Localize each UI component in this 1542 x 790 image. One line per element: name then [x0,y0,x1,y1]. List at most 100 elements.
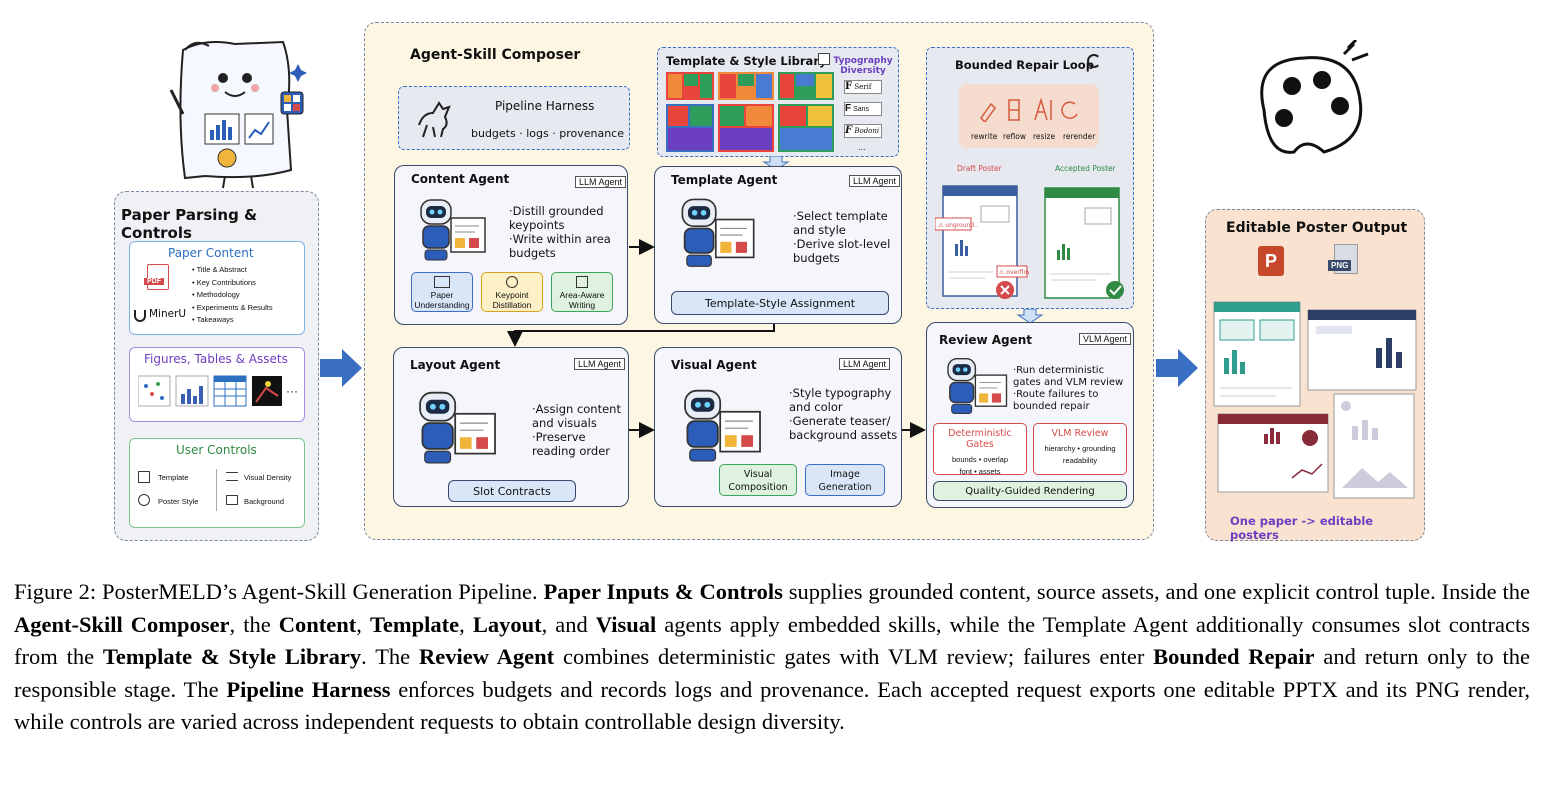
caption-bold: Review Agent [419,644,555,669]
review-agent: Review Agent VLM Agent ·Run deterministi… [926,322,1134,508]
draft-poster-label: Draft Poster [957,164,1002,173]
paper-item: • Key Contributions [192,277,256,287]
caption-bold: Paper Inputs & Controls [543,579,783,604]
png-badge: PNG [1328,260,1352,271]
robot-icon [937,355,1013,419]
input-panel: Paper Parsing & Controls Paper Content P… [114,191,319,541]
output-panel: Editable Poster Output P PNG One paper -… [1205,209,1425,542]
pptx-file-icon: P [1258,246,1284,276]
template-icon [138,471,150,483]
repair-title: Bounded Repair Loop [955,58,1094,72]
caption-text: enforces budgets and records logs and pr… [14,676,1530,735]
composer-flow-arrows [507,239,926,438]
palette-mascot-illustration [1260,40,1369,154]
layout-agent: Layout Agent LLM Agent ·Assign content a… [393,347,629,507]
visual-agent-tag: LLM Agent [839,358,891,370]
caption-bold: Bounded Repair [1153,644,1315,669]
caption-bold: Pipeline Harness [226,676,391,702]
vlm-review-line: hierarchy • grounding [1044,444,1116,453]
mineru-logo-icon [134,310,146,322]
user-controls-heading: User Controls [176,443,257,457]
figure-thumbnails-icon [138,375,282,407]
quality-guided-rendering[interactable]: Quality-Guided Rendering [933,481,1127,501]
control-visual-density[interactable]: Visual Density [244,473,292,482]
det-gates-line: font • assets [959,467,1001,476]
caption-text: , [356,611,370,637]
horse-icon [418,101,451,138]
flow-arrow-input [320,349,362,387]
caption-text: and return only to the responsible stage… [14,644,1530,702]
book-icon [818,53,830,65]
output-footer: One paper -> editable posters [1230,514,1374,542]
caption-bold: Layout [472,611,542,637]
density-icon [226,472,238,481]
paper-item: • Methodology [192,290,240,299]
pipeline-harness: Pipeline Harness budgets · logs · proven… [398,86,630,150]
control-poster-style[interactable]: Poster Style [158,497,199,506]
content-agent-tag: LLM Agent [575,176,627,188]
template-agent-title: Template Agent [671,173,778,187]
robot-icon [406,388,526,470]
paper-item: • Experiments & Results [192,302,273,312]
template-agent-bullet: ·Select template and style [793,209,888,237]
visual-agent-bullet: ·Style typography and color [789,386,892,414]
skill-keypoint-distillation[interactable]: Keypoint Distillation [481,272,543,312]
skill-area-aware-writing[interactable]: Area-Aware Writing [551,272,613,312]
robot-icon [671,386,791,468]
svg-text:⚠ overflow: ⚠ overflow [999,269,1029,276]
vlm-review: VLM Review hierarchy • grounding readabi… [1033,423,1127,475]
visual-agent-bullet: ·Generate teaser/ background assets [789,414,898,442]
layout-agent-bullet: ·Assign content and visuals [532,402,621,430]
accepted-poster-label: Accepted Poster [1055,164,1116,173]
paper-item: • Takeaways [192,315,234,324]
caption-bold: Template & Style Library [102,644,362,669]
font-sample-sans: F Sans [844,102,882,116]
user-controls-card: User Controls Template Visual Density Po… [129,438,305,528]
repair-action-resize: resize [1033,132,1056,141]
skill-visual-composition[interactable]: Visual Composition [719,464,797,496]
png-file-icon: PNG [1328,244,1362,278]
robot-icon [409,196,489,266]
caption-text: Figure 2: PosterMELD’s Agent-Skill Gener… [14,579,544,604]
caption-text: , the [229,611,279,637]
edit-icon [576,276,588,288]
slot-contracts[interactable]: Slot Contracts [448,480,576,502]
layout-agent-title: Layout Agent [410,358,501,372]
paper-mascot-illustration [169,40,307,189]
layout-agent-tag: LLM Agent [574,358,626,370]
review-agent-bullet: ·Run deterministic gates and VLM review [1013,365,1124,388]
caption-bold: Visual [595,611,657,637]
more-figures-glyph: ··· [286,384,298,398]
parser-label: MinerU [149,308,187,320]
input-panel-title: Paper Parsing & Controls [121,206,258,242]
typography-title: Typography Diversity [833,56,893,76]
svg-text:⚠ unground..: ⚠ unground.. [938,222,978,229]
control-template[interactable]: Template [158,473,189,482]
visual-agent-title: Visual Agent [671,358,757,372]
repair-action-icons [980,98,1078,122]
font-sample-serif: F Serif [844,80,882,94]
font-sample-bodoni: F Bodoni [844,124,882,138]
template-thumbnails [666,72,834,152]
skill-image-generation[interactable]: Image Generation [805,464,885,496]
content-agent-bullet: ·Write within area budgets [509,232,611,260]
control-background[interactable]: Background [244,497,285,506]
vlm-review-title: VLM Review [1051,428,1109,439]
det-gates-title: Deterministic Gates [948,428,1012,450]
skill-paper-understanding[interactable]: Paper Understanding [411,272,473,312]
template-style-assignment[interactable]: Template-Style Assignment [671,291,889,315]
caption-text: , [459,611,473,637]
accepted-poster-thumbnail [1044,187,1124,299]
caption-bold: Agent-Skill Composer [14,611,230,637]
vlm-review-line: readability [1062,456,1098,465]
caption-bold: Template [369,611,460,637]
palette-icon [138,494,150,506]
content-agent-bullet: ·Distill grounded keypoints [509,204,604,232]
background-icon [226,495,238,505]
bounded-repair-loop: Bounded Repair Loop rewrite reflow resiz… [926,47,1134,309]
repair-action-rerender: rerender [1063,132,1096,141]
repair-action-rewrite: rewrite [971,132,998,141]
figure-caption: Figure 2: PosterMELD’s Agent-Skill Gener… [14,576,1530,739]
font-sample-more: ... [858,142,866,152]
paper-item: • Title & Abstract [192,265,247,274]
